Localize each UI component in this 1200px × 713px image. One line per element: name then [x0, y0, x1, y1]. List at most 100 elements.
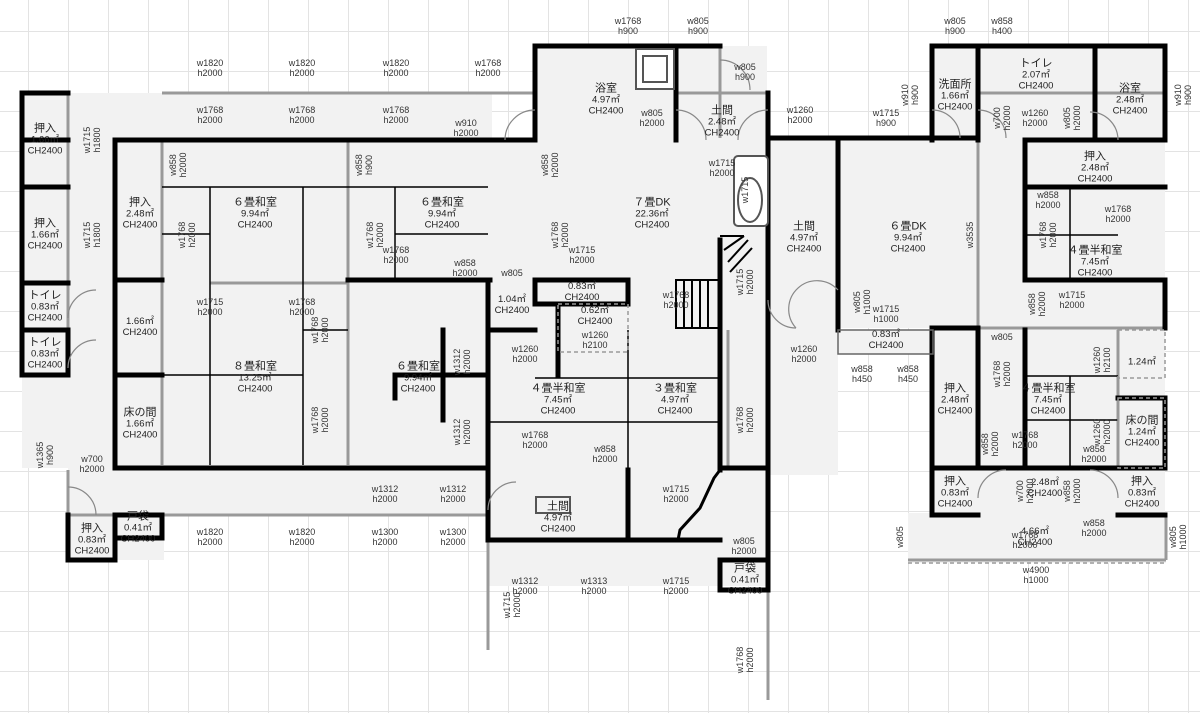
- dim-label: w1715: [740, 176, 750, 204]
- dim-label: w3535: [965, 221, 975, 249]
- fixtures: [535, 48, 769, 514]
- dim-label: w805: [501, 268, 523, 278]
- thick-walls: [19, 43, 1168, 593]
- stairs: [675, 235, 753, 541]
- door-swings: [67, 59, 1119, 516]
- dashed-outlines: [557, 303, 1166, 564]
- dim-label: w805: [895, 526, 905, 548]
- dim-label: w805: [991, 332, 1013, 342]
